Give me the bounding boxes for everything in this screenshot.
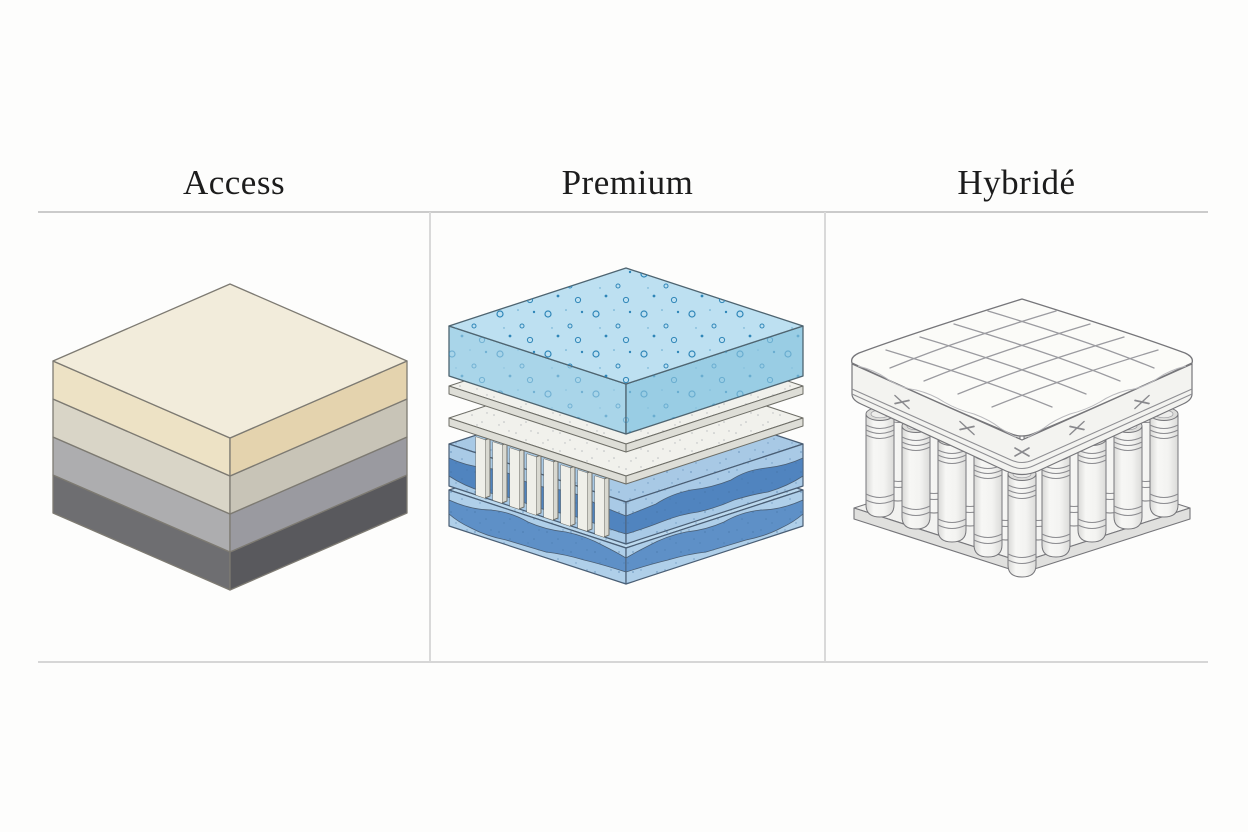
transition-fins [475, 436, 610, 538]
pillow-top [851, 298, 1193, 476]
gel-foam-layer [448, 267, 804, 435]
quilt-pattern [885, 310, 1159, 408]
column-divider-2 [824, 212, 826, 661]
column-divider-1 [429, 212, 431, 661]
premium-mattress-illustration [446, 266, 806, 590]
quilted-top-face [851, 298, 1193, 437]
top-rule [38, 211, 1208, 213]
foam-layer-1 [52, 283, 408, 477]
column-title-access: Access [182, 163, 286, 202]
access-mattress-illustration [50, 281, 410, 595]
column-title-premium: Premium [561, 163, 694, 202]
foam-layer-stack [52, 283, 408, 591]
bottom-rule [38, 661, 1208, 663]
hybride-mattress-illustration [842, 292, 1202, 592]
column-title-hybride: Hybridé [957, 163, 1076, 202]
